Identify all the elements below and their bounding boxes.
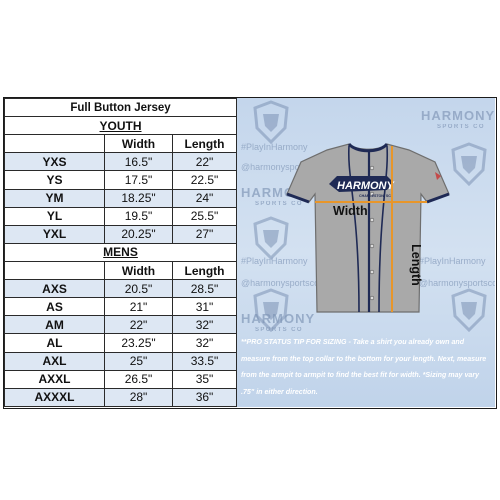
length-cell: 28.5": [171, 279, 238, 299]
size-cell: YM: [4, 188, 105, 208]
length-cell: 31": [171, 297, 238, 317]
size-table: Full Button Jersey YOUTH Width Length YX…: [3, 97, 238, 408]
width-cell: 28": [104, 387, 173, 408]
table-row: YXL 20.25" 27": [4, 224, 238, 244]
youth-width-header: Width: [104, 134, 173, 154]
width-cell: 25": [104, 351, 173, 371]
length-cell: 25.5": [171, 206, 238, 226]
sleeve-logo-icon: [435, 172, 441, 180]
table-row: YXS 16.5" 22": [4, 152, 238, 172]
table-row: AS 21" 31": [4, 297, 238, 317]
sizing-tip: **PRO STATUS TIP FOR SIZING - Take a shi…: [241, 338, 487, 396]
length-cell: 22": [171, 152, 238, 172]
width-cell: 22": [104, 315, 173, 335]
table-row: YS 17.5" 22.5": [4, 170, 238, 190]
size-cell: AL: [4, 333, 105, 353]
title-row: Full Button Jersey: [3, 97, 238, 118]
width-label: Width: [333, 204, 368, 218]
size-chart-frame: Full Button Jersey YOUTH Width Length YX…: [3, 97, 497, 409]
jersey-sleeve-cuff-left: [286, 192, 310, 204]
size-cell: AM: [4, 315, 105, 335]
harmony-shield-logo-icon: [451, 288, 487, 332]
watermark-brand: HARMONY: [241, 311, 316, 326]
watermark-sub: SPORTS CO: [255, 327, 303, 333]
youth-heading: YOUTH: [3, 116, 238, 136]
table-row: AXXL 26.5" 35": [4, 369, 238, 389]
harmony-shield-logo-icon: [253, 100, 289, 144]
table-row: YM 18.25" 24": [4, 188, 238, 208]
watermark-brand: HARMONY: [421, 108, 495, 123]
table-row: YL 19.5" 25.5": [4, 206, 238, 226]
size-cell: YS: [4, 170, 105, 190]
size-cell: AXL: [4, 351, 105, 371]
header-blank-cell: [4, 260, 105, 281]
table-row: AM 22" 32": [4, 315, 238, 335]
width-cell: 26.5": [104, 369, 173, 389]
watermark-sub: SPORTS CO: [437, 124, 485, 130]
jersey-buttons: [369, 165, 375, 301]
width-cell: 19.5": [104, 206, 173, 226]
length-cell: 24": [171, 188, 238, 208]
table-title: Full Button Jersey: [3, 97, 238, 118]
jersey-sleeve-cuff-right: [426, 192, 450, 204]
width-cell: 18.25": [104, 188, 173, 208]
youth-length-header: Length: [171, 134, 238, 154]
header-blank-cell: [4, 134, 105, 154]
table-row: AL 23.25" 32": [4, 333, 238, 353]
length-cell: 36": [171, 387, 238, 408]
table-row: AXXXL 28" 36": [4, 387, 238, 408]
mens-section-row: MENS: [3, 242, 238, 262]
chest-logo-subtext: CHARLESTON, SC: [359, 194, 391, 198]
length-cell: 33.5": [171, 351, 238, 371]
size-cell: AXXL: [4, 369, 105, 389]
length-cell: 32": [171, 333, 238, 353]
width-cell: 21": [104, 297, 173, 317]
size-cell: YXL: [4, 224, 105, 244]
table-row: AXS 20.5" 28.5": [4, 279, 238, 299]
harmony-shield-logo-icon: [451, 142, 487, 186]
watermark-sub: SPORTS CO: [255, 201, 303, 207]
watermark-handle: @harmonysportsco: [419, 278, 495, 288]
jersey-illustration: HARMONY CHARLESTON, SC: [286, 142, 450, 313]
chest-logo-backing: [329, 176, 393, 192]
mens-width-header: Width: [104, 260, 173, 281]
table-row: AXL 25" 33.5": [4, 351, 238, 371]
width-cell: 20.5": [104, 279, 173, 299]
width-cell: 20.25": [104, 224, 173, 244]
chest-logo-text: HARMONY: [337, 180, 395, 192]
harmony-shield-logo-icon: [253, 216, 289, 260]
harmony-shield-logo-icon: [253, 288, 289, 332]
length-cell: 27": [171, 224, 238, 244]
size-cell: AXXXL: [4, 387, 105, 408]
watermark-hashtag: #PlayInHarmony: [419, 256, 486, 266]
jersey-collar: [347, 142, 389, 153]
size-cell: AS: [4, 297, 105, 317]
watermark-hashtag: #PlayInHarmony: [241, 142, 308, 152]
watermark-handle: @harmonysportsco: [241, 162, 320, 172]
jersey-panel: HARMONY SPORTS CO HARMONY SPORTS CO HARM…: [236, 98, 495, 407]
mens-header-row: Width Length: [4, 260, 238, 281]
length-cell: 35": [171, 369, 238, 389]
mens-heading: MENS: [3, 242, 238, 262]
length-cell: 22.5": [171, 170, 238, 190]
size-cell: YL: [4, 206, 105, 226]
length-cell: 32": [171, 315, 238, 335]
size-cell: YXS: [4, 152, 105, 172]
youth-section-row: YOUTH: [3, 116, 238, 136]
mens-length-header: Length: [171, 260, 238, 281]
youth-header-row: Width Length: [4, 134, 238, 154]
size-cell: AXS: [4, 279, 105, 299]
width-cell: 16.5": [104, 152, 173, 172]
watermark-handle: @harmonysportsco: [241, 278, 320, 288]
watermark-hashtag: #PlayInHarmony: [241, 256, 308, 266]
width-cell: 17.5": [104, 170, 173, 190]
length-label: Length: [408, 244, 423, 286]
width-cell: 23.25": [104, 333, 173, 353]
